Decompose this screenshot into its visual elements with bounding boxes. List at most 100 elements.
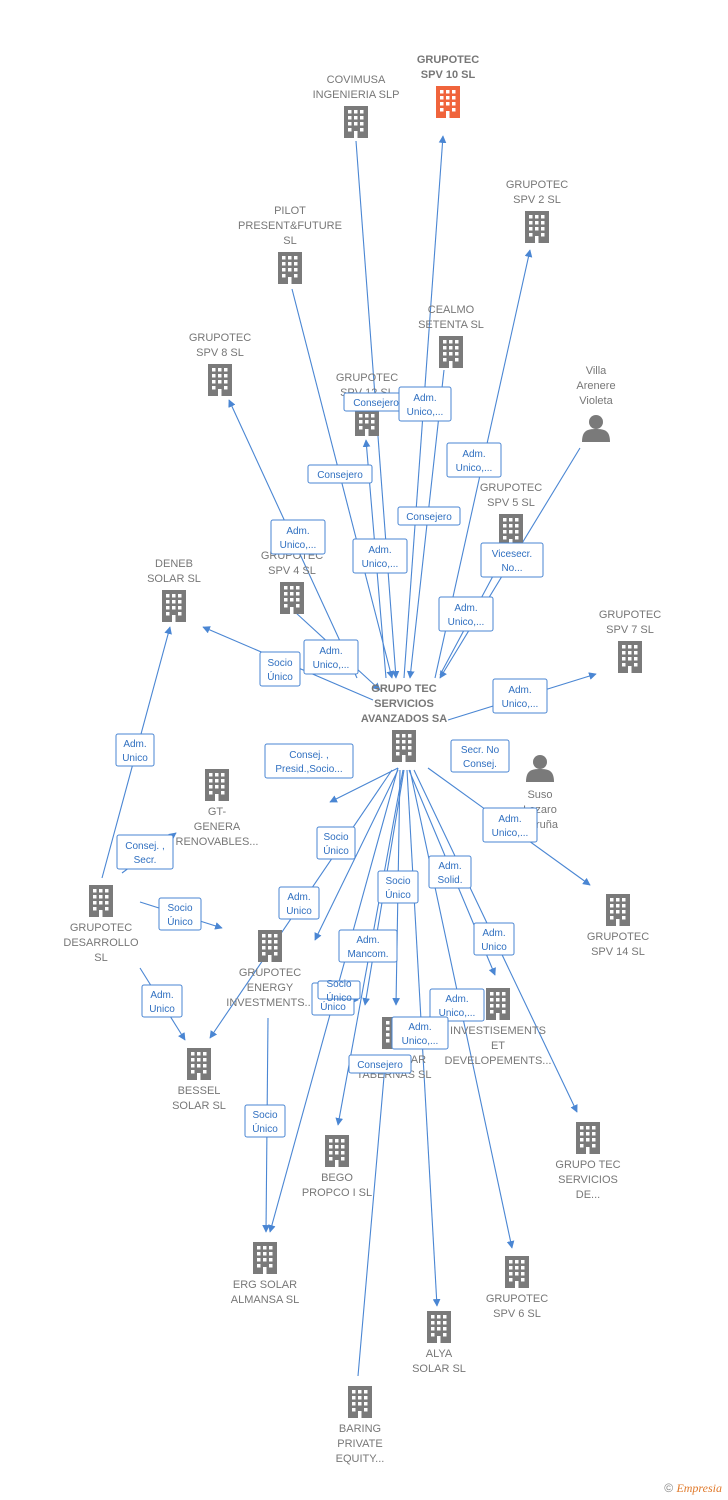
node-invest[interactable]: INVESTISEMENTSETDEVELOPEMENTS... <box>445 988 552 1067</box>
building-icon[interactable] <box>89 885 113 917</box>
building-icon[interactable] <box>280 582 304 614</box>
edge-label-box[interactable] <box>270 519 326 555</box>
building-icon[interactable] <box>258 930 282 962</box>
edge-label-e-gtgenera[interactable]: Consej. ,Presid.,Socio... <box>264 743 354 779</box>
edge-label-box[interactable] <box>264 743 354 779</box>
edge-label-e-spv12[interactable]: Adm.Unico,... <box>352 538 408 574</box>
edge-label-box[interactable] <box>141 984 183 1018</box>
building-icon[interactable] <box>606 894 630 926</box>
node-gtgenera[interactable]: GT-GENERARENOVABLES... <box>176 769 259 848</box>
edge-label-e-spv10[interactable]: Adm.Unico,... <box>398 386 452 422</box>
node-baring[interactable]: BARINGPRIVATEEQUITY... <box>336 1386 385 1465</box>
building-icon[interactable] <box>436 86 460 118</box>
building-icon[interactable] <box>427 1311 451 1343</box>
building-icon[interactable] <box>187 1048 211 1080</box>
building-icon[interactable] <box>205 769 229 801</box>
building-icon[interactable] <box>208 364 232 396</box>
building-icon[interactable] <box>278 252 302 284</box>
edge-label-box[interactable] <box>480 542 544 578</box>
edge-label-box[interactable] <box>278 886 320 920</box>
edge-label-e-spv7[interactable]: Adm.Unico,... <box>492 678 548 714</box>
edge-label-box[interactable] <box>348 1054 412 1074</box>
node-gtsd[interactable]: GRUPO TECSERVICIOSDE... <box>555 1122 621 1201</box>
edge-label-e-baring[interactable]: Consejero <box>348 1054 412 1074</box>
building-icon[interactable] <box>253 1242 277 1274</box>
building-icon[interactable] <box>505 1256 529 1288</box>
edge-label-e-gtgenera2[interactable]: Consej. ,Secr. <box>116 834 174 870</box>
building-icon[interactable] <box>486 988 510 1020</box>
edge-label-box[interactable] <box>317 980 361 1000</box>
edge-label-e-pilot[interactable]: Consejero <box>307 464 373 484</box>
edge-label-box[interactable] <box>473 922 515 956</box>
edge-label-e-cealmo[interactable]: Consejero <box>397 506 461 526</box>
edge-label-box[interactable] <box>492 678 548 714</box>
edge-label-e-spv14[interactable]: Adm.Unico,... <box>482 807 538 843</box>
edge-label-e-spv4[interactable]: Adm.Unico,... <box>303 639 359 675</box>
edge-label-box[interactable] <box>338 929 398 963</box>
edge-label-e-deneb2[interactable]: Adm.Unico <box>115 733 155 767</box>
building-icon[interactable] <box>344 106 368 138</box>
edge-label-e-spv8[interactable]: Adm.Unico,... <box>270 519 326 555</box>
edge-label-e-desenergy[interactable]: Adm.Unico <box>278 886 320 920</box>
edge-label-e-spv5[interactable]: Adm.Unico,... <box>438 596 494 632</box>
brand-logo[interactable]: Empresia <box>676 1481 722 1495</box>
edge-label-box[interactable] <box>352 538 408 574</box>
edge-label-box[interactable] <box>158 897 202 931</box>
edge-label-box[interactable] <box>259 651 301 687</box>
edge-label-box[interactable] <box>116 834 174 870</box>
edge-label-e-alya[interactable]: Adm.Unico,... <box>391 1016 449 1050</box>
edge-label-box[interactable] <box>307 464 373 484</box>
edge-label-e-mancom[interactable]: Adm.Mancom. <box>338 929 398 963</box>
person-icon[interactable] <box>526 755 554 782</box>
building-icon[interactable] <box>392 730 416 762</box>
edge-label-e-covimusa[interactable]: Consejero <box>343 392 409 412</box>
building-icon[interactable] <box>618 641 642 673</box>
edge-label-box[interactable] <box>303 639 359 675</box>
edge-label-e-spv6[interactable]: Adm.Unico,... <box>429 988 485 1022</box>
building-icon[interactable] <box>499 514 523 546</box>
building-icon[interactable] <box>525 211 549 243</box>
building-icon[interactable] <box>439 336 463 368</box>
edge-label-box[interactable] <box>391 1016 449 1050</box>
node-energy[interactable]: GRUPOTECENERGYINVESTMENTS... <box>226 930 314 1009</box>
edge-label-box[interactable] <box>397 506 461 526</box>
edge-label-e-gtsd[interactable]: Adm.Unico <box>473 922 515 956</box>
building-icon[interactable] <box>325 1135 349 1167</box>
edge-label-box[interactable] <box>428 855 472 889</box>
edge-label-box[interactable] <box>429 988 485 1022</box>
person-icon[interactable] <box>582 415 610 442</box>
edge-label-e-villa[interactable]: Vicesecr.No... <box>480 542 544 578</box>
edge-label-box[interactable] <box>244 1104 286 1138</box>
edge-label-box[interactable] <box>316 826 356 860</box>
edge-label-box[interactable] <box>377 870 419 904</box>
building-icon[interactable] <box>162 590 186 622</box>
edge-label-box[interactable] <box>446 442 502 478</box>
edge-label-e-bessel2[interactable]: Adm.Unico <box>141 984 183 1018</box>
edge-label-box[interactable] <box>398 386 452 422</box>
edge-label-box[interactable] <box>438 596 494 632</box>
